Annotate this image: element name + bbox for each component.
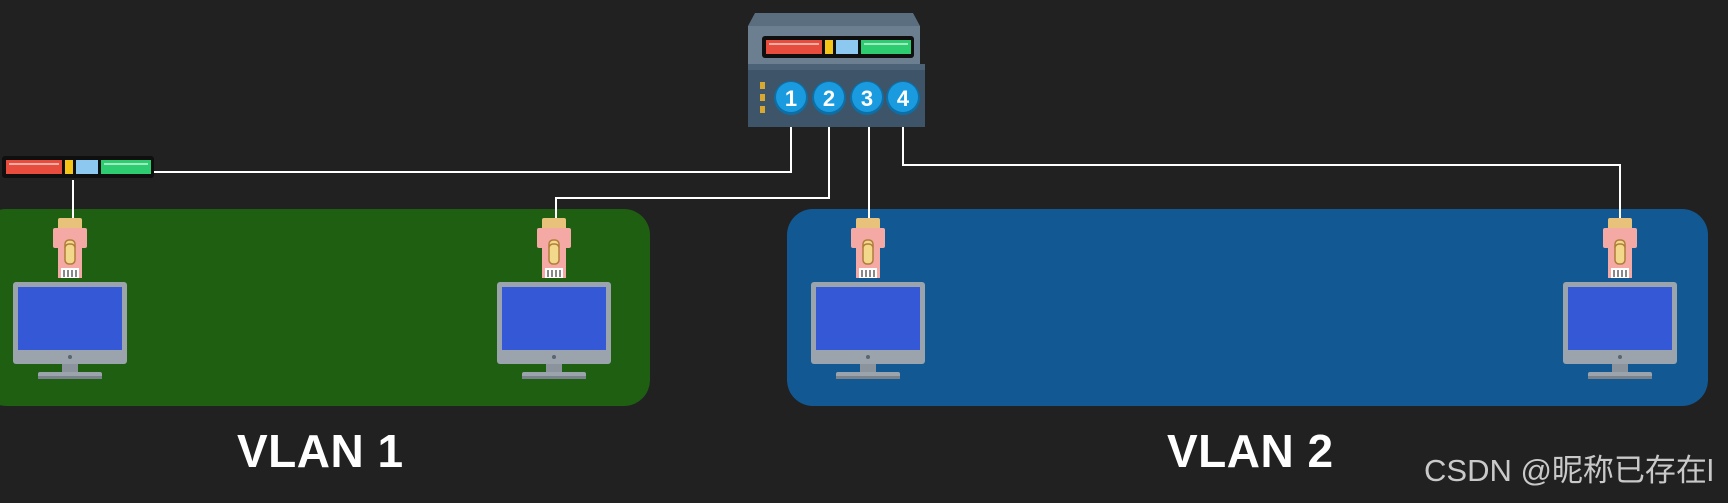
- monitor-icon: [497, 282, 611, 379]
- watermark: CSDN @昵称已存在l: [1424, 453, 1714, 488]
- frame-segment: [766, 40, 822, 54]
- rj45-connector-icon: [53, 218, 87, 278]
- frame-segment: [836, 40, 858, 54]
- rj45-connector-icon: [1603, 218, 1637, 278]
- switch-port-4: 4: [886, 81, 920, 115]
- frame-segment: [76, 160, 98, 174]
- port-number: 1: [785, 86, 797, 111]
- cable-pc2-to-port2: [555, 116, 830, 218]
- port-number: 3: [861, 86, 873, 111]
- vlan2-area: [787, 209, 1708, 406]
- frame-segment: [861, 40, 911, 54]
- frame-segment: [6, 160, 62, 174]
- port-number: 2: [823, 86, 835, 111]
- rj45-connector-icon: [851, 218, 885, 278]
- computer-pc2: [497, 218, 611, 379]
- switch-port-1: 1: [774, 81, 808, 115]
- vlan1-label: VLAN 1: [237, 425, 404, 477]
- monitor-icon: [811, 282, 925, 379]
- switch-port-3: 3: [850, 81, 884, 115]
- switch-port-2: 2: [812, 81, 846, 115]
- frame-segment: [101, 160, 151, 174]
- computer-pc3: [811, 218, 925, 379]
- frame-segment: [65, 160, 73, 174]
- cable-pc4-to-port4: [902, 127, 1621, 218]
- monitor-icon: [1563, 282, 1677, 379]
- vlan2-label: VLAN 2: [1167, 425, 1334, 477]
- rj45-connector-icon: [537, 218, 571, 278]
- port-number: 4: [897, 86, 910, 111]
- cables: [72, 116, 1621, 218]
- frame-segment: [825, 40, 833, 54]
- computer-pc4: [1563, 218, 1677, 379]
- computer-pc1: [13, 218, 127, 379]
- monitor-icon: [13, 282, 127, 379]
- cable-frame-to-port1: [152, 127, 792, 173]
- ethernet-frame-icon: [2, 156, 154, 178]
